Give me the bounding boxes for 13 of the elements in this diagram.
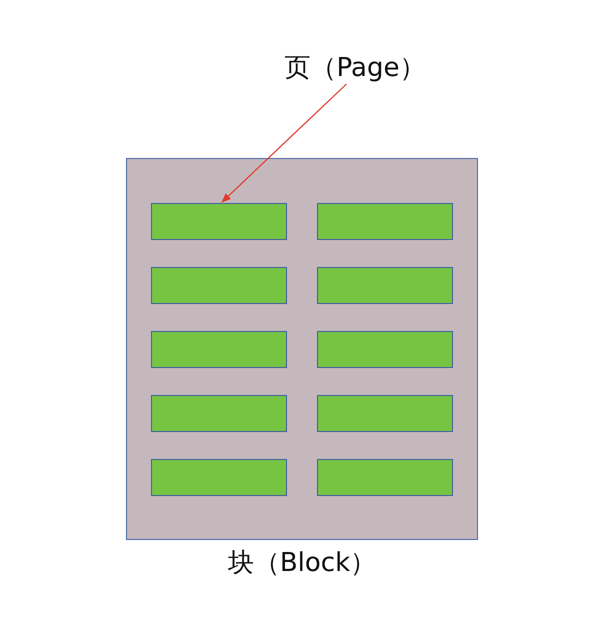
page-box xyxy=(151,331,287,368)
page-box xyxy=(151,459,287,496)
page-box xyxy=(317,203,453,240)
page-box xyxy=(317,459,453,496)
page-box xyxy=(317,395,453,432)
page-box xyxy=(151,395,287,432)
arrow xyxy=(221,84,347,203)
page-box xyxy=(317,331,453,368)
page-label: 页（Page） xyxy=(270,50,440,84)
block-label: 块（Block） xyxy=(226,547,378,580)
page-box xyxy=(151,203,287,240)
page-box xyxy=(151,267,287,304)
page-box xyxy=(317,267,453,304)
